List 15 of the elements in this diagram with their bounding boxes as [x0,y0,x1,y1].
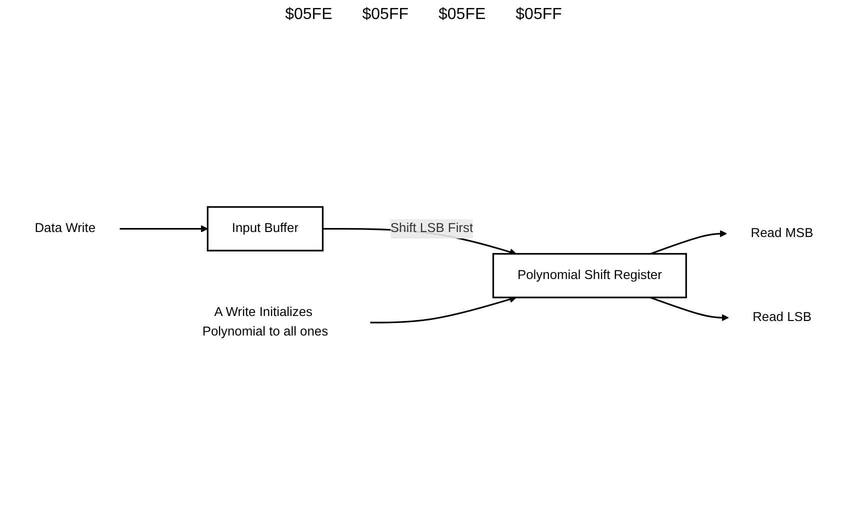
arrow [119,225,208,232]
arrow [370,296,516,324]
node-text: Read MSB [750,226,813,240]
node-text: Read LSB [752,310,812,324]
address-label: $05FE [285,6,332,24]
edge-label: Shift LSB First [390,222,473,236]
node-text: A Write Initializes Polynomial to all ones [202,306,328,339]
address-label: $05FF [516,6,562,24]
node-box: Input Buffer [206,206,324,252]
arrow [649,230,726,255]
arrow [649,296,728,322]
address-label: $05FE [438,6,486,24]
node-text: Data Write [34,222,96,236]
address-label: $05FF [362,6,408,24]
node-box: Polynomial Shift Register [492,253,686,298]
